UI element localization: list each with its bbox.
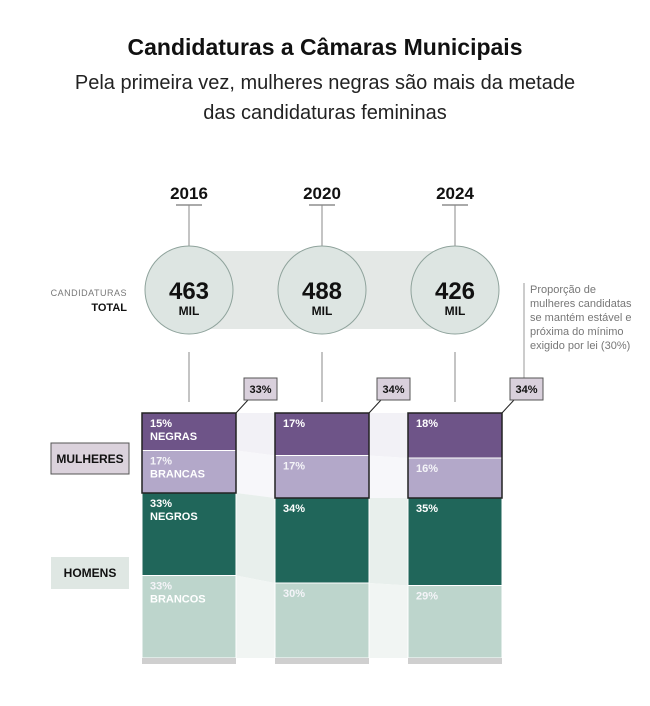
bar-segment-brancas [274, 455, 370, 499]
bar-remainder [275, 658, 369, 664]
total-unit: MIL [445, 304, 466, 318]
women-share-box [376, 377, 411, 401]
men-group-box [51, 557, 129, 589]
annotation-text: se mantém estável e [530, 312, 632, 324]
data-label: 33% [150, 498, 172, 510]
series-label: BRANCAS [150, 469, 205, 481]
bar-segment-brancas [407, 457, 503, 499]
total-value: 488 [302, 278, 342, 305]
women-share-box [509, 377, 544, 401]
flow-band [369, 413, 408, 458]
data-label: 17% [150, 456, 172, 468]
callout-line [501, 399, 515, 414]
men-group-label: HOMENS [64, 566, 117, 580]
data-label: 29% [416, 591, 438, 603]
total-value: 463 [169, 278, 209, 305]
year-label: 2016 [170, 184, 208, 203]
women-group-box [50, 442, 130, 475]
total-circle [410, 245, 500, 335]
women-share-value: 34% [515, 384, 537, 396]
bar-segment-brancos [141, 575, 237, 659]
year-label: 2020 [303, 184, 341, 203]
annotation-text: próxima do mínimo [530, 326, 624, 338]
flow-band [369, 583, 408, 658]
women-group-label: MULHERES [56, 452, 123, 466]
year-label: 2024 [436, 184, 474, 203]
data-label: 15% [150, 418, 172, 430]
data-label: 17% [283, 461, 305, 473]
women-share-value: 33% [249, 384, 271, 396]
data-label: 30% [283, 588, 305, 600]
annotation-text: Proporção de [530, 284, 596, 296]
flow-band [369, 498, 408, 586]
flow-band [236, 413, 275, 456]
bar-segment-brancos [407, 585, 503, 659]
bar-remainder [408, 658, 502, 664]
women-share-box [243, 377, 278, 401]
series-label: NEGROS [150, 511, 198, 523]
data-label: 34% [283, 503, 305, 515]
flow-band [236, 493, 275, 583]
totals-label-bottom: TOTAL [91, 302, 127, 314]
annotation-text: mulheres candidatas [530, 298, 632, 310]
women-outline [274, 412, 370, 499]
bar-segment-negros [274, 497, 370, 584]
annotation-text: exigido por lei (30%) [530, 340, 630, 352]
chart-title: Candidaturas a Câmaras Municipais [127, 34, 523, 60]
bar-segment-brancas [141, 450, 237, 494]
bar-remainder [142, 658, 236, 664]
flow-band [369, 455, 408, 498]
subtitle-line-1: Pela primeira vez, mulheres negras são m… [74, 72, 576, 94]
women-outline [141, 412, 237, 494]
data-label: 16% [416, 463, 438, 475]
total-circle [144, 245, 234, 335]
total-value: 426 [435, 278, 475, 305]
subtitle-line-2: das candidaturas femininas [203, 102, 447, 124]
data-label: 18% [416, 418, 438, 430]
bar-segment-negras [274, 412, 370, 456]
total-unit: MIL [179, 304, 200, 318]
bar-segment-negros [407, 497, 503, 586]
callout-line [235, 399, 249, 414]
data-label: 33% [150, 581, 172, 593]
data-label: 17% [283, 418, 305, 430]
callout-line [368, 399, 382, 414]
total-unit: MIL [312, 304, 333, 318]
chart-subtitle: Pela primeira vez, mulheres negras são m… [0, 68, 650, 128]
bar-segment-negras [407, 412, 503, 459]
totals-label-top: CANDIDATURAS [51, 288, 127, 298]
women-share-value: 34% [382, 384, 404, 396]
flow-band [236, 450, 275, 498]
series-label: BRANCOS [150, 594, 206, 606]
flow-band [236, 575, 275, 658]
bar-segment-brancos [274, 582, 370, 659]
series-label: NEGRAS [150, 431, 197, 443]
bar-segment-negras [141, 412, 237, 451]
women-outline [407, 412, 503, 499]
total-circle [277, 245, 367, 335]
data-label: 35% [416, 503, 438, 515]
